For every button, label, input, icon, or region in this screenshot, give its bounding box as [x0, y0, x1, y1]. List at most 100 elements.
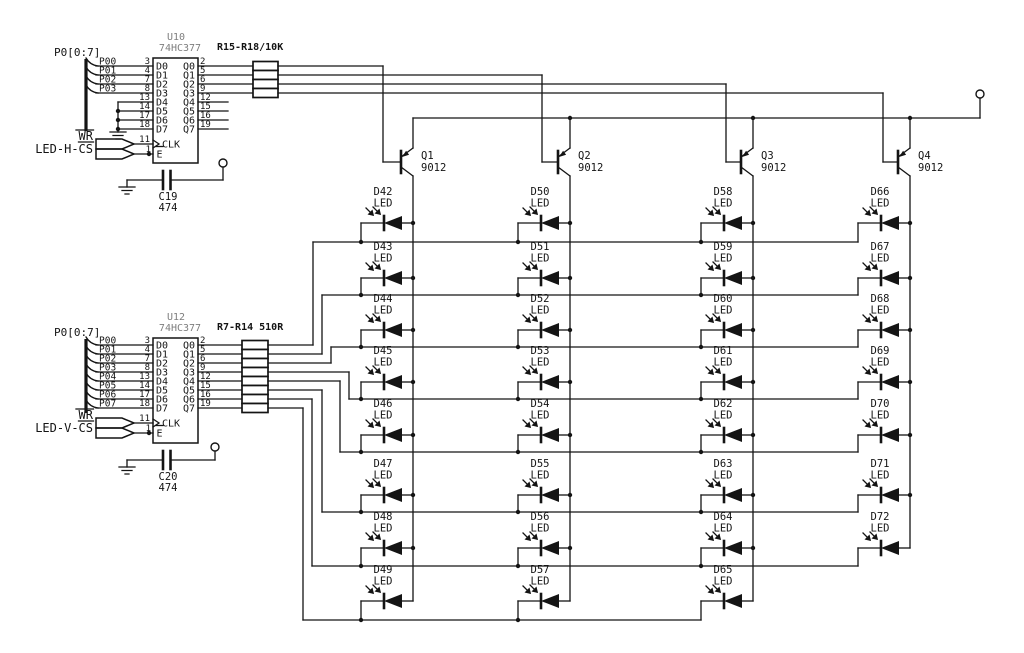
led-arrow-head-icon — [707, 264, 714, 271]
led-type-label: LED — [374, 410, 393, 422]
led-arrow-head-icon — [714, 208, 721, 215]
led-type-label: LED — [531, 523, 550, 535]
collector-segment — [740, 166, 754, 177]
signal-label: P00 — [99, 57, 116, 68]
led-type-label: LED — [714, 198, 733, 210]
clk-label: CLK — [162, 140, 180, 151]
led-type-label: LED — [374, 523, 393, 535]
led-arrow-head-icon — [531, 367, 538, 374]
led-arrow-head-icon — [871, 367, 878, 374]
led-arrow-head-icon — [524, 316, 531, 323]
column-drive-wiring — [277, 65, 985, 163]
led-arrow-head-icon — [707, 481, 714, 488]
bus-tap — [85, 381, 99, 391]
led-arrow-head-icon — [864, 209, 871, 216]
pin-number: 14 — [139, 381, 150, 391]
cs-flag-icon — [95, 148, 136, 160]
junction-dot — [698, 344, 704, 350]
led-ref-label: D67 — [871, 241, 890, 253]
junction-dot — [907, 275, 913, 281]
led-triangle-icon — [384, 271, 402, 285]
led-type-label: LED — [531, 576, 550, 588]
led-type-label: LED — [374, 357, 393, 369]
led-arrow-head-icon — [531, 533, 538, 540]
pin-number: 9 — [200, 363, 205, 373]
pin-name: Q3 — [183, 368, 195, 379]
ground-icon — [109, 131, 127, 140]
led-ref-label: D55 — [531, 458, 550, 470]
signal-label: P02 — [99, 75, 116, 86]
junction-dot — [410, 275, 416, 281]
pin-number: 14 — [139, 102, 150, 112]
junction-dot — [358, 292, 364, 298]
resistor-icon — [252, 87, 279, 99]
pnp-arrow-icon — [899, 150, 907, 157]
junction-dot — [410, 545, 416, 551]
led-arrow-head-icon — [367, 481, 374, 488]
signal-label: P01 — [99, 66, 116, 77]
led-triangle-icon — [881, 428, 899, 442]
junction-dot — [146, 151, 152, 157]
led-ref-label: D44 — [374, 293, 393, 305]
led-ref-label: D71 — [871, 458, 890, 470]
resistor-icon — [241, 357, 269, 369]
led-ref-label: D57 — [531, 564, 550, 576]
pin-name: D4 — [156, 377, 168, 388]
led-ref-label: D66 — [871, 186, 890, 198]
led-type-label: LED — [871, 305, 890, 317]
cap-value-label: 474 — [159, 202, 178, 214]
led-arrow-head-icon — [374, 533, 381, 540]
led-arrow-head-icon — [531, 315, 538, 322]
led-arrow-head-icon — [864, 264, 871, 271]
led-type-label: LED — [714, 470, 733, 482]
resistor-icon — [252, 69, 279, 81]
led-arrow-head-icon — [367, 209, 374, 216]
resistor-icon — [252, 60, 279, 72]
resistor-icon — [252, 78, 279, 90]
clock-edge-icon — [152, 418, 161, 428]
pin-number: 3 — [145, 336, 150, 346]
pin-number: 17 — [139, 111, 150, 121]
led-ref-label: D63 — [714, 458, 733, 470]
led-triangle-icon — [724, 323, 742, 337]
bus-tap — [85, 372, 99, 382]
led-triangle-icon — [881, 216, 899, 230]
led-ref-label: D69 — [871, 345, 890, 357]
led-ref-label: D54 — [531, 398, 550, 410]
pin-number: 2 — [200, 336, 205, 346]
led-type-label: LED — [714, 576, 733, 588]
transistor-ref-label: Q2 — [578, 150, 591, 162]
led-arrow-head-icon — [374, 263, 381, 270]
pin-number: 18 — [139, 399, 150, 409]
junction-dot — [515, 509, 521, 515]
pin-number: 13 — [139, 93, 150, 103]
pin-number: 17 — [139, 390, 150, 400]
led-triangle-icon — [724, 216, 742, 230]
led-triangle-icon — [384, 323, 402, 337]
pin-number: 6 — [200, 354, 205, 364]
bus-tap — [85, 75, 99, 85]
collector-segment — [400, 166, 414, 177]
led-triangle-icon — [724, 428, 742, 442]
signal-label: P05 — [99, 381, 116, 392]
junction-dot — [515, 292, 521, 298]
led-ref-label: D56 — [531, 511, 550, 523]
led-triangle-icon — [541, 428, 559, 442]
led-triangle-icon — [541, 271, 559, 285]
bus-tap — [85, 57, 99, 67]
signal-label: P04 — [99, 372, 116, 383]
led-arrow-head-icon — [707, 587, 714, 594]
led-ref-label: D62 — [714, 398, 733, 410]
pin-number: 16 — [200, 111, 211, 121]
